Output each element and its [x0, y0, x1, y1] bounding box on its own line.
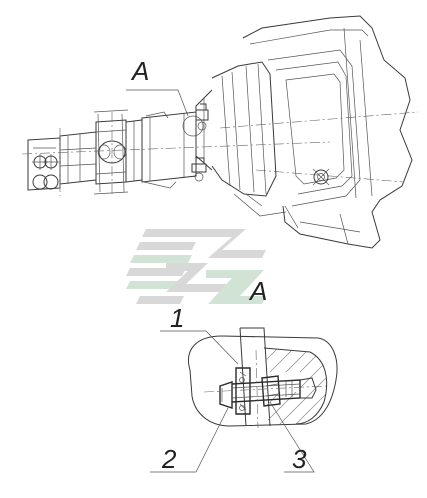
assembly-view [21, 15, 419, 249]
view-marker-detail: A [248, 276, 267, 306]
view-marker-top: A [130, 56, 149, 86]
part-label-1: 1 [170, 303, 184, 333]
section-hatching [264, 348, 327, 424]
detail-view-a [150, 327, 338, 473]
part-label-3: 3 [292, 444, 307, 474]
part-label-2: 2 [161, 444, 177, 474]
watermark-logo-icon [126, 229, 266, 304]
